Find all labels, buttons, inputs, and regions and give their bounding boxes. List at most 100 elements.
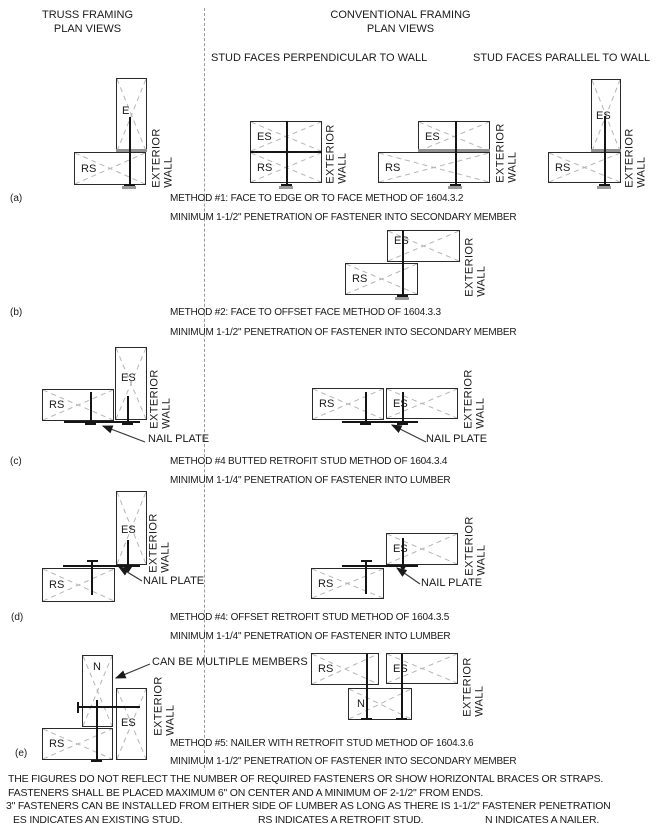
member-box-existing-stud: ES <box>418 121 490 152</box>
fastener-line <box>402 538 404 566</box>
exterior-wall-word-1: EXTERIOR <box>324 124 337 184</box>
member-label-n: N <box>357 698 365 710</box>
row-b-method-caption: METHOD #2: FACE TO OFFSET FACE METHOD OF… <box>170 307 441 318</box>
member-box-existing-stud: ES <box>115 347 147 420</box>
fastener-line <box>96 700 98 762</box>
member-box-retrofit-stud: RS <box>42 568 115 602</box>
perpendicular-header: STUD FACES PERPENDICULAR TO WALL <box>211 52 428 64</box>
fastener-head-tick <box>281 184 292 186</box>
truss-framing-title: TRUSS FRAMING <box>41 9 134 21</box>
fastener-line <box>402 392 404 425</box>
row-c-tag: (c) <box>10 456 22 467</box>
member-box-retrofit-stud: RS <box>42 389 114 421</box>
fastener-line <box>91 561 93 595</box>
member-label-rs: RS <box>49 399 65 411</box>
note-line-1: THE FIGURES DO NOT REFLECT THE NUMBER OF… <box>8 773 604 785</box>
cross-brace-pattern <box>75 153 145 184</box>
member-label-es: ES <box>121 717 136 729</box>
member-label-es: ES <box>393 663 408 675</box>
exterior-wall-word-1: EXTERIOR <box>150 128 163 188</box>
fastener-line <box>129 117 131 185</box>
member-label-rs: RS <box>352 273 368 285</box>
exterior-wall-word-2: WALL <box>162 156 174 188</box>
nail-plate-label: NAIL PLATE <box>148 433 210 445</box>
cross-brace-pattern <box>116 348 146 419</box>
member-label-rs: RS <box>318 577 334 590</box>
exterior-wall-word-1: EXTERIOR <box>148 369 161 429</box>
cross-brace-pattern <box>43 390 113 420</box>
fastener-head-tick <box>396 718 407 720</box>
nail-plate-label: NAIL PLATE <box>143 575 205 587</box>
exterior-wall-word-1: EXTERIOR <box>623 128 636 188</box>
bearing-line <box>591 149 621 152</box>
fastener-line <box>604 116 606 186</box>
fastener-pad <box>279 186 293 189</box>
exterior-wall-word-1: EXTERIOR <box>147 513 160 573</box>
note-legend-es: ES INDICATES AN EXISTING STUD. <box>13 814 183 826</box>
row-d-method-caption: METHOD #4: OFFSET RETROFIT STUD METHOD O… <box>170 612 450 623</box>
fastener-line <box>401 654 403 720</box>
member-label-rs: RS <box>319 398 335 410</box>
nail-plate-arrow <box>390 424 427 443</box>
multiple-members-label: CAN BE MULTIPLE MEMBERS <box>152 656 308 668</box>
cross-brace-pattern <box>387 654 457 683</box>
fastener-head-tick <box>91 760 102 762</box>
row-d-tag: (d) <box>11 612 24 623</box>
fastener-line <box>366 654 368 720</box>
bearing-line <box>116 149 147 152</box>
fastener-pad <box>597 186 611 189</box>
exterior-wall-label: EXTERIOR WALL <box>324 124 349 184</box>
exterior-wall-label: EXTERIOR WALL <box>494 123 519 183</box>
cross-brace-pattern <box>43 729 112 759</box>
conventional-plan-views-subtitle: PLAN VIEWS <box>366 23 435 35</box>
row-a-minimum-caption: MINIMUM 1-1/2" PENETRATION OF FASTENER I… <box>170 212 517 223</box>
member-label-es: ES <box>393 397 408 410</box>
member-box-retrofit-stud: RS <box>378 152 490 183</box>
exterior-wall-word-1: EXTERIOR <box>463 516 476 576</box>
note-line-2: FASTENERS SHALL BE PLACED MAXIMUM 6" ON … <box>8 787 484 799</box>
member-box-existing-truss: E <box>116 78 147 152</box>
member-box-nailer: N <box>82 655 113 727</box>
exterior-wall-word-1: EXTERIOR <box>494 123 507 183</box>
member-box-retrofit-stud: RS <box>311 653 379 685</box>
member-label-rs: RS <box>81 162 97 175</box>
member-label-rs: RS <box>49 579 65 591</box>
member-label-es: ES <box>257 130 272 143</box>
exterior-wall-word-2: WALL <box>506 151 518 183</box>
exterior-wall-label: EXTERIOR WALL <box>623 128 648 188</box>
cross-brace-pattern <box>117 689 146 759</box>
row-e-minimum-caption: MINIMUM 1-1/2" PENETRATION OF FASTENER I… <box>170 756 517 767</box>
fastener-head-tick <box>397 423 408 425</box>
cross-brace-pattern <box>312 654 378 684</box>
fastener-head-tick <box>360 423 371 425</box>
exterior-wall-label: EXTERIOR WALL <box>464 237 488 297</box>
member-box-retrofit-stud: RS <box>311 568 384 599</box>
fastener-line <box>78 706 140 708</box>
member-box-existing-stud: ES <box>386 653 458 684</box>
cross-brace-pattern <box>117 79 146 151</box>
fastener-head-tick <box>122 423 133 425</box>
note-legend-rs: RS INDICATES A RETROFIT STUD. <box>258 814 424 826</box>
exterior-wall-label: EXTERIOR WALL <box>150 128 175 188</box>
cross-brace-pattern <box>313 389 383 419</box>
cross-brace-pattern <box>387 389 457 418</box>
fastener-line <box>402 230 404 297</box>
member-label-es: ES <box>596 110 611 122</box>
exterior-wall-word-2: WALL <box>474 397 486 429</box>
row-b-minimum-caption: MINIMUM 1-1/2" PENETRATION OF FASTENER I… <box>170 327 517 338</box>
exterior-wall-word-1: EXTERIOR <box>462 369 475 429</box>
row-d-minimum-caption: MINIMUM 1-1/4" PENETRATION OF FASTENER I… <box>170 631 451 642</box>
nail-plate-line <box>342 565 418 567</box>
fastener-head-tick <box>361 718 372 720</box>
exterior-wall-label: EXTERIOR WALL <box>153 676 177 735</box>
cross-brace-pattern <box>83 656 112 726</box>
row-e-method-caption: METHOD #5: NAILER WITH RETROFIT STUD MET… <box>170 738 474 749</box>
exterior-wall-label: EXTERIOR WALL <box>148 369 173 429</box>
fastener-line <box>127 540 129 568</box>
nail-plate-line <box>63 565 140 567</box>
row-c-minimum-caption: MINIMUM 1-1/4" PENETRATION OF FASTENER I… <box>170 475 451 486</box>
note-line-3: 3" FASTENERS CAN BE INSTALLED FROM EITHE… <box>6 800 611 812</box>
exterior-wall-word-2: WALL <box>473 685 485 717</box>
exterior-wall-word-2: WALL <box>475 265 487 297</box>
member-label-es: ES <box>425 130 440 143</box>
